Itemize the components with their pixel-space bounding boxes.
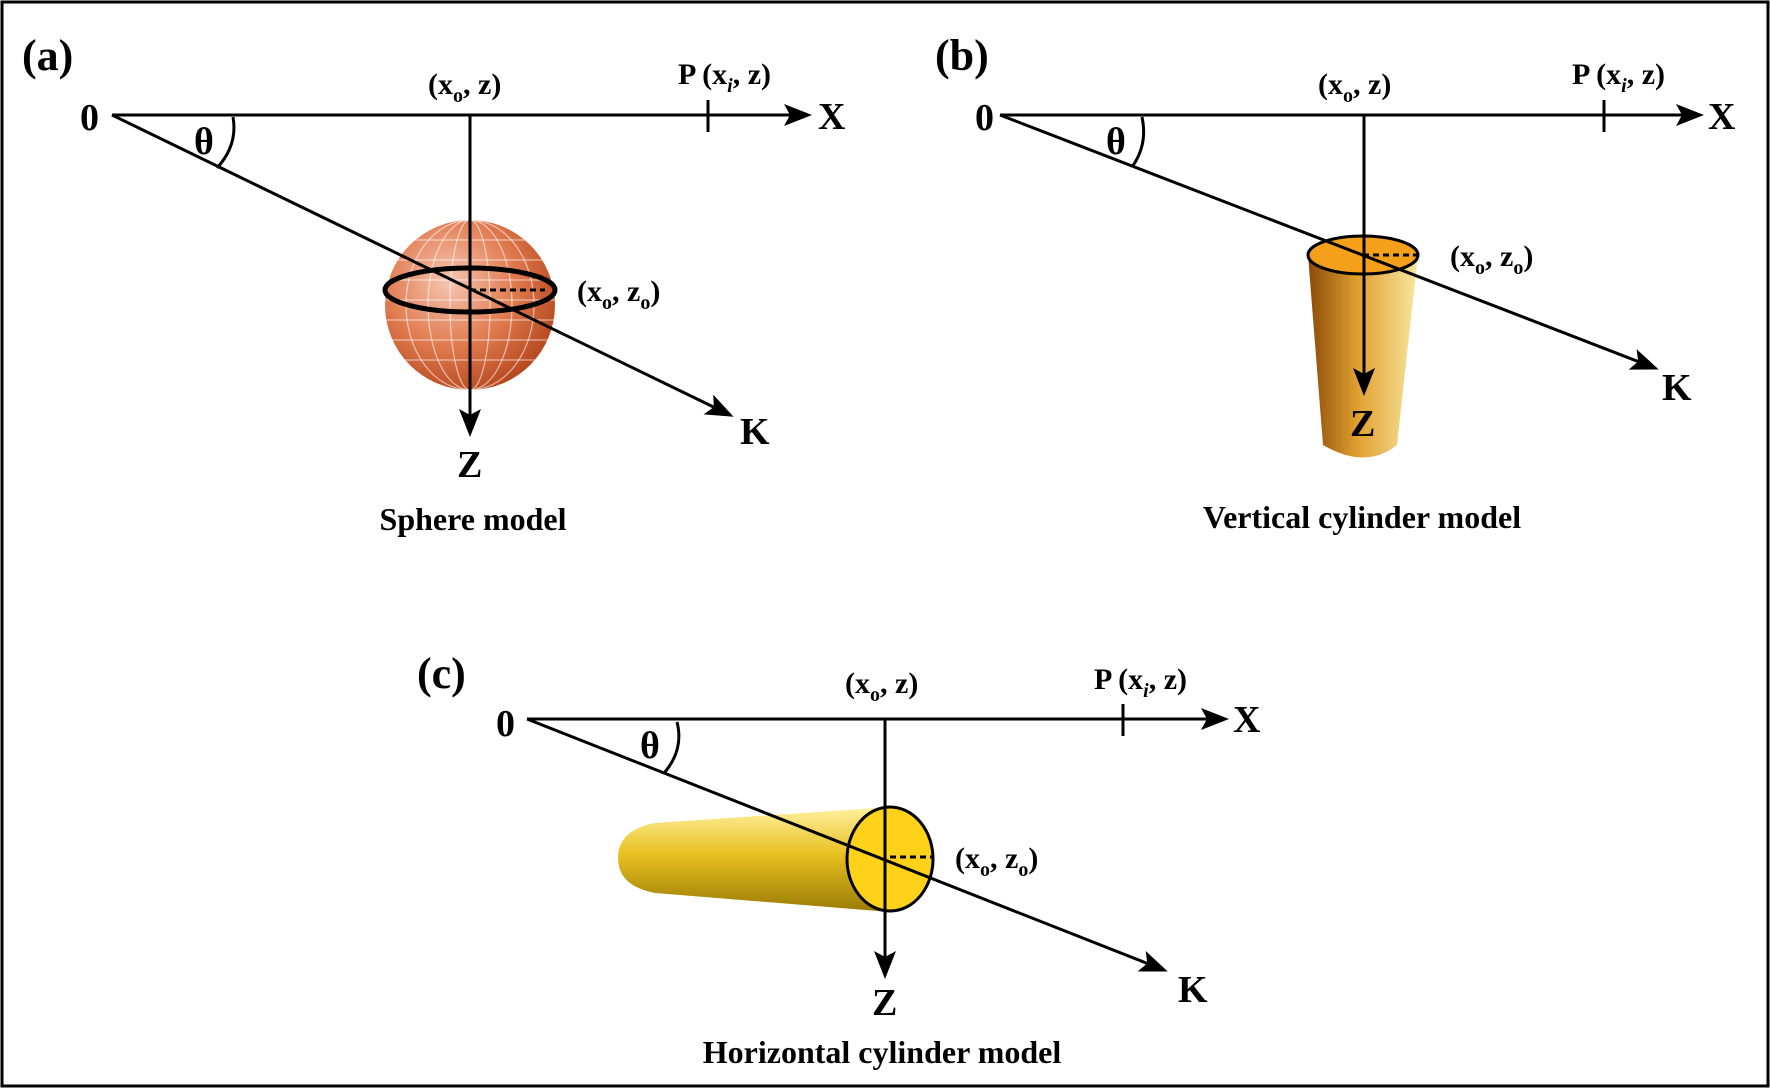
panel-b-origin: 0	[975, 97, 994, 139]
z-label-a: Z	[457, 444, 482, 486]
k-axis-b	[999, 113, 1659, 370]
theta-c: θ	[640, 725, 660, 767]
top-point-b: (xo, z)	[1318, 68, 1391, 107]
caption-c: Horizontal cylinder model	[703, 1034, 1062, 1070]
x-label-b: X	[1708, 96, 1735, 138]
theta-arc-b	[1130, 116, 1146, 168]
x-label-a: X	[818, 96, 845, 138]
k-axis-a	[111, 113, 734, 417]
k-label-a: K	[740, 411, 770, 453]
theta-b: θ	[1106, 121, 1126, 163]
p-point-c: P (xi, z)	[1094, 663, 1187, 702]
panel-a: (a) 0 θ	[22, 31, 845, 537]
k-label-c: K	[1178, 969, 1208, 1011]
cylinder-end	[845, 805, 935, 913]
panel-b-tag: (b)	[935, 31, 989, 80]
theta-arc-a	[215, 116, 236, 170]
horizontal-cylinder-body	[618, 805, 935, 913]
z-label-c: Z	[872, 982, 897, 1024]
panel-c: (c) 0 θ X Z K (xo, z) P (xi, z) (xo, zo)…	[417, 649, 1260, 1070]
p-point-a: P (xi, z)	[678, 58, 771, 97]
center-point-c: (xo, zo)	[955, 842, 1038, 881]
panel-c-origin: 0	[496, 703, 515, 745]
p-point-b: P (xi, z)	[1572, 58, 1665, 97]
k-axis-c	[526, 717, 1168, 972]
top-point-a: (xo, z)	[428, 68, 501, 107]
x-label-c: X	[1233, 699, 1260, 741]
top-point-c: (xo, z)	[845, 667, 918, 706]
panel-c-tag: (c)	[417, 649, 466, 698]
k-label-b: K	[1662, 367, 1692, 409]
panel-a-origin: 0	[80, 97, 99, 139]
center-point-a: (xo, zo)	[577, 275, 660, 314]
z-label-b: Z	[1350, 403, 1375, 445]
panel-a-tag: (a)	[22, 31, 73, 80]
theta-arc-c	[663, 721, 681, 773]
caption-b: Vertical cylinder model	[1203, 499, 1521, 535]
theta-a: θ	[194, 121, 214, 163]
panel-b: (b) 0 θ X Z K (xo, z) P (xi, z) (xo, zo)…	[935, 31, 1735, 535]
caption-a: Sphere model	[380, 501, 567, 537]
center-point-b: (xo, zo)	[1450, 240, 1533, 279]
